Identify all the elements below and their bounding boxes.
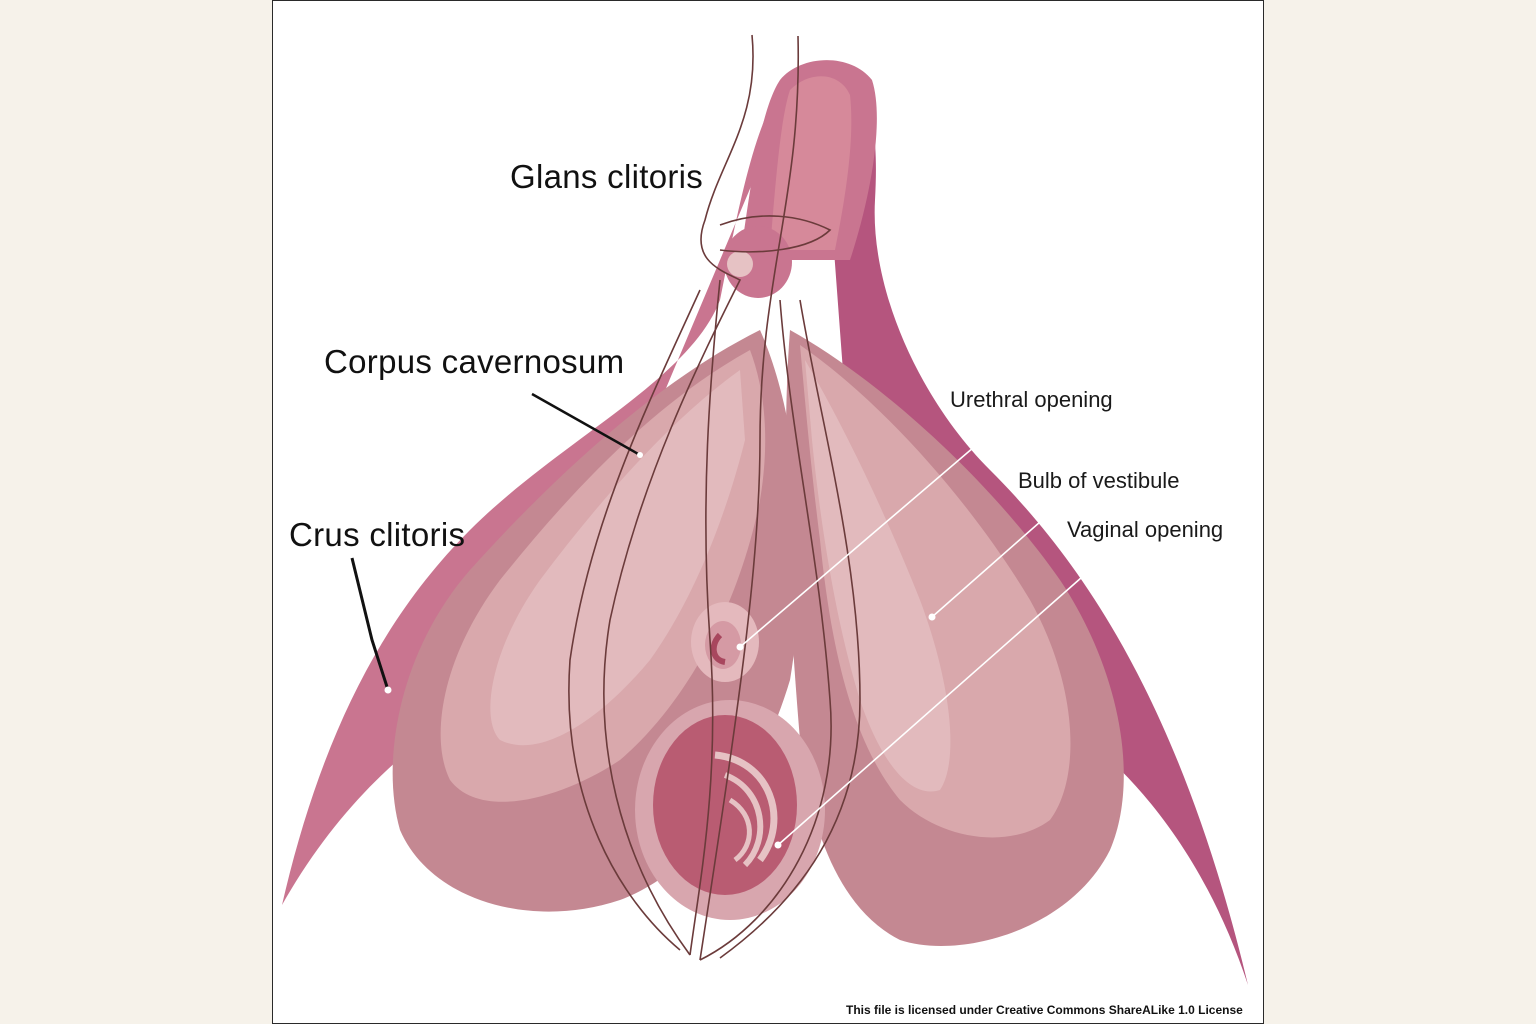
leader-lines — [350, 392, 1116, 849]
license-text: This file is licensed under Creative Com… — [846, 1003, 1243, 1017]
shaft-highlight — [770, 76, 852, 250]
label-bulb-of-vestibule: Bulb of vestibule — [1018, 468, 1180, 493]
nerves — [568, 34, 861, 961]
label-glans-clitoris: Glans clitoris — [510, 158, 704, 195]
bulb-left-highlight — [490, 370, 745, 746]
label-corpus-cavernosum: Corpus cavernosum — [324, 343, 625, 380]
bulb-right-highlight — [805, 360, 951, 792]
crus-right — [820, 62, 1248, 985]
label-crus-clitoris: Crus clitoris — [289, 516, 466, 553]
glans — [724, 226, 792, 298]
vaginal-opening-inner — [653, 715, 797, 895]
label-urethral-opening: Urethral opening — [950, 387, 1113, 412]
label-vaginal-opening: Vaginal opening — [1067, 517, 1224, 542]
